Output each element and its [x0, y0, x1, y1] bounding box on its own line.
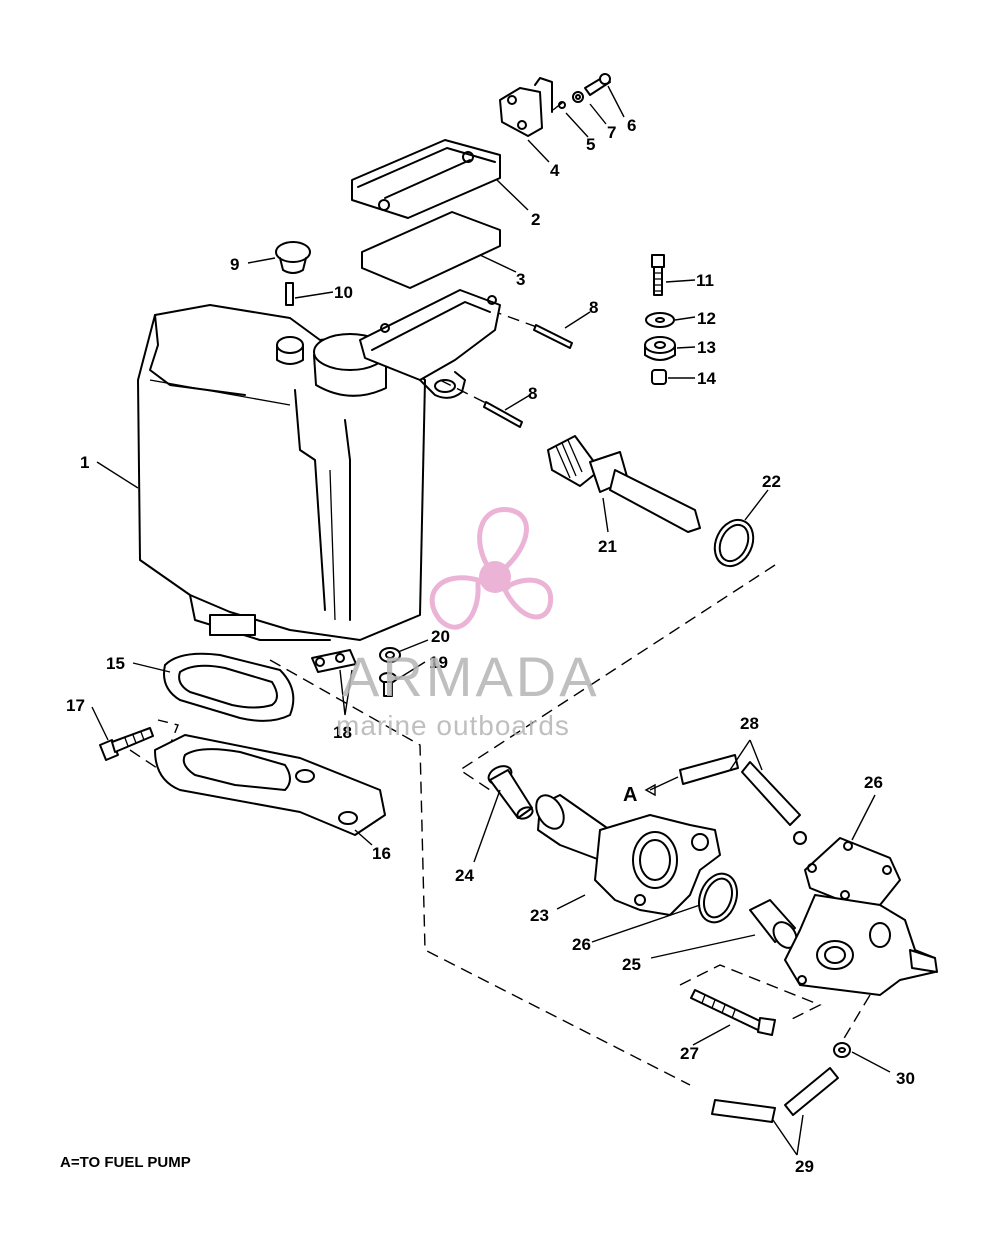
propeller-logo-icon — [429, 507, 554, 630]
adapter-o-ring — [698, 872, 738, 924]
callout-1: 1 — [80, 453, 89, 472]
leader-lines — [91, 85, 891, 1156]
footnote: A=TO FUEL PUMP — [60, 1154, 191, 1171]
flat-washer — [645, 312, 675, 328]
callout-11: 11 — [696, 271, 714, 290]
arrow-marker-a: A — [623, 784, 637, 806]
callout-6: 6 — [627, 116, 636, 135]
hose-fitting — [311, 649, 357, 673]
callout-15: 15 — [106, 654, 125, 673]
cover-gasket — [361, 211, 501, 289]
callout-5: 5 — [586, 135, 595, 154]
callout-7: 7 — [607, 123, 616, 142]
callout-27: 27 — [680, 1044, 699, 1063]
pump-bolt — [690, 989, 776, 1036]
callout-26b: 26 — [572, 935, 591, 954]
callout-28: 28 — [740, 714, 759, 733]
tank-base-bracket — [154, 734, 386, 836]
pump-adapter — [535, 794, 721, 916]
callout-20: 20 — [431, 627, 450, 646]
callout-19: 19 — [429, 653, 448, 672]
callout-22: 22 — [762, 472, 781, 491]
callout-9: 9 — [230, 255, 239, 274]
callout-24: 24 — [455, 866, 474, 885]
base-gasket — [163, 652, 295, 722]
fuel-pump — [784, 837, 938, 996]
callout-21: 21 — [598, 537, 617, 556]
callout-23: 23 — [530, 906, 549, 925]
oil-tank — [137, 304, 426, 641]
callout-labels: 1 2 3 4 5 6 7 8 8 9 10 11 12 13 14 15 16… — [66, 116, 915, 1176]
callout-17: 17 — [66, 696, 85, 715]
dowel-pins — [483, 324, 573, 428]
callout-2: 2 — [531, 210, 540, 229]
adapter-bushing — [487, 765, 534, 820]
base-bolt — [99, 727, 154, 761]
fitting-screw — [379, 672, 397, 697]
callout-4: 4 — [550, 161, 560, 180]
callout-8b: 8 — [528, 384, 537, 403]
callout-10: 10 — [334, 283, 353, 302]
clip-screw — [558, 73, 611, 109]
hex-nut — [379, 647, 401, 663]
retaining-clip — [499, 77, 553, 137]
callout-16: 16 — [372, 844, 391, 863]
callout-29: 29 — [795, 1157, 814, 1176]
callout-25: 25 — [622, 955, 641, 974]
coupling-sleeve — [749, 899, 798, 949]
vent-valve — [285, 282, 294, 306]
callout-13: 13 — [697, 338, 716, 357]
tank-fitting — [276, 336, 304, 365]
watermark-brand: ARMADA — [342, 645, 600, 708]
hose-clamp — [833, 1042, 851, 1058]
watermark-tagline: marine outboards — [336, 710, 570, 741]
shaft-o-ring — [713, 518, 755, 568]
fuel-hose-lower — [711, 1067, 839, 1123]
tank-bracket — [359, 289, 501, 399]
callout-8a: 8 — [589, 298, 598, 317]
callout-26a: 26 — [864, 773, 883, 792]
callout-12: 12 — [697, 309, 716, 328]
mount-sleeve — [651, 369, 667, 385]
callout-18: 18 — [333, 723, 352, 742]
callout-14: 14 — [697, 369, 716, 388]
tank-cap — [275, 241, 311, 274]
callout-3: 3 — [516, 270, 525, 289]
tank-cover — [351, 139, 501, 219]
mount-bolt — [651, 254, 665, 296]
rubber-grommet — [644, 336, 676, 361]
pump-drive-shaft — [547, 435, 701, 533]
fuel-hose-upper — [679, 754, 807, 845]
watermark: ARMADA marine outboards — [336, 507, 600, 741]
callout-30: 30 — [896, 1069, 915, 1088]
